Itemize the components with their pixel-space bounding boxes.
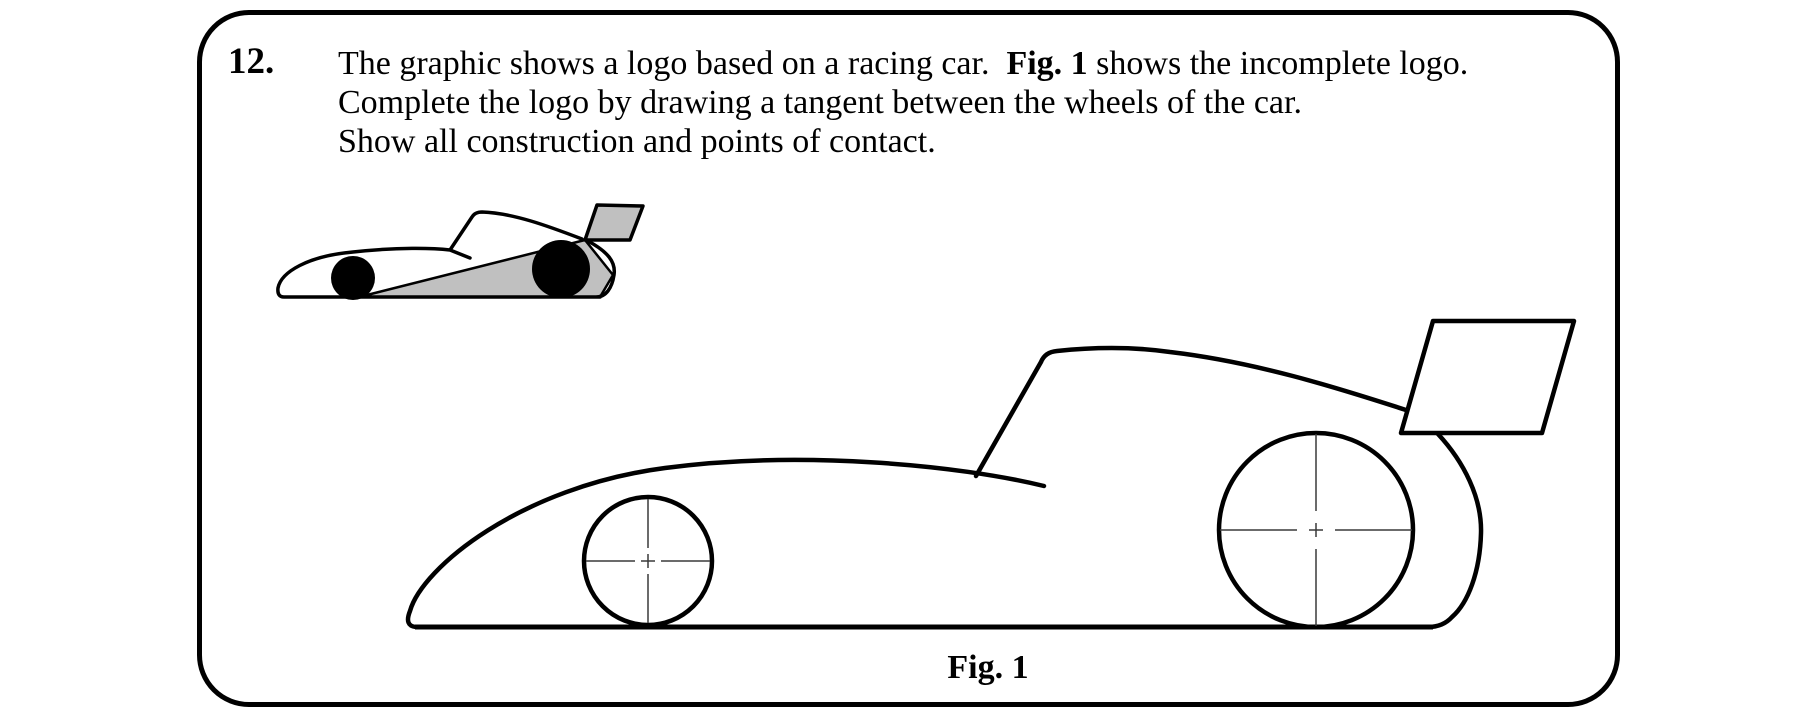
question-line-2: Complete the logo by drawing a tangent b… [338,84,1302,121]
car-spoiler [1398,318,1577,436]
car-bonnet-outline [405,457,1047,630]
question-number: 12. [228,41,275,82]
question-text: The graphic shows a logo based on a raci… [338,44,1548,161]
rear-wheel-centre-mark [1220,434,1412,626]
question-line-3: Show all construction and points of cont… [338,123,936,160]
logo-rear-wheel [532,240,590,298]
car-front-wheel-circle [581,494,715,628]
logo-spoiler [583,203,645,242]
front-wheel-centre-mark [586,499,710,623]
question-line-1-figref: Fig. 1 [1006,45,1088,82]
question-line-1: The graphic shows a logo based on a raci… [338,44,1548,83]
logo-front-wheel [331,256,375,300]
car-roof-outline [973,345,1409,479]
car-rear-outline [1425,431,1484,630]
car-rear-wheel-circle [1216,430,1416,630]
logo-body-outline [276,210,617,299]
completed-logo-example-image [276,203,645,300]
figure-caption: Fig. 1 [947,649,1029,686]
question-line-1-pre: The graphic shows a logo based on a raci… [338,45,1007,82]
question-border-frame [197,10,1620,707]
question-line-1-post: shows the incomplete logo. [1087,45,1469,82]
incomplete-logo-figure-image [405,318,1577,630]
